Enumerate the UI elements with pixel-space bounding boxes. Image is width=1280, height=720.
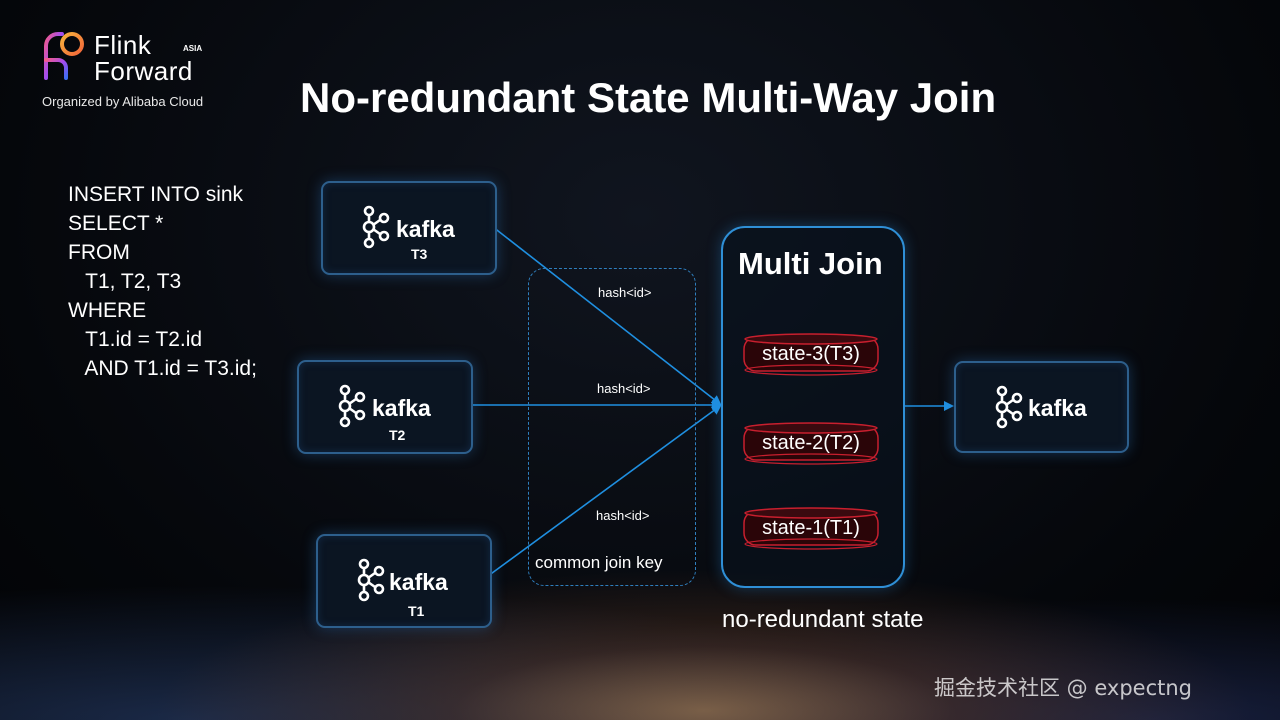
logo-badge: ASIA — [183, 44, 203, 53]
sql-line: FROM — [68, 241, 130, 264]
state-cylinder-icon — [743, 507, 879, 550]
state-label: state-3(T3) — [762, 343, 860, 365]
sql-line: AND T1.id = T3.id; — [68, 357, 257, 380]
kafka-label: kafka — [372, 395, 431, 421]
arrow-t1 — [487, 404, 722, 577]
kafka-table-label: T1 — [408, 603, 425, 619]
kafka-source-t3: kafka T3 — [321, 181, 497, 275]
kafka-table-label: T2 — [389, 427, 406, 443]
state-cylinder-icon — [743, 422, 879, 465]
kafka-icon — [362, 205, 390, 249]
sql-line: T1.id = T2.id — [68, 328, 203, 351]
sql-line: INSERT INTO sink — [68, 183, 244, 206]
state-store-t2: state-2(T2) — [742, 420, 880, 466]
arrow-t3 — [492, 226, 722, 406]
hash-label-t3: hash<id> — [598, 285, 652, 300]
kafka-icon — [338, 384, 366, 428]
state-store-t1: state-1(T1) — [742, 505, 880, 551]
sql-line: WHERE — [68, 299, 147, 322]
hash-label-t2: hash<id> — [597, 381, 651, 396]
kafka-label: kafka — [396, 216, 455, 242]
sql-line: SELECT * — [68, 212, 164, 235]
flink-forward-logo: Flink Forward ASIA Organized by Alibaba … — [40, 30, 230, 115]
slide-title: No-redundant State Multi-Way Join — [300, 74, 997, 121]
logo-line-1: Flink — [94, 30, 152, 60]
common-join-key-label: common join key — [535, 553, 663, 572]
no-redundant-state-label: no-redundant state — [722, 606, 924, 633]
common-join-key-region — [528, 268, 696, 586]
kafka-icon — [357, 558, 385, 602]
kafka-source-t2: kafka T2 — [297, 360, 473, 454]
multi-join-title: Multi Join — [738, 246, 883, 281]
logo-organizer: Organized by Alibaba Cloud — [42, 94, 204, 109]
kafka-source-t1: kafka T1 — [316, 534, 492, 628]
sql-query: INSERT INTO sink SELECT * FROM T1, T2, T… — [68, 180, 257, 383]
hash-label-t1: hash<id> — [596, 508, 650, 523]
logo-wordmark: Flink Forward — [94, 32, 193, 84]
logo-line-2: Forward — [94, 56, 193, 86]
kafka-sink: kafka — [954, 361, 1129, 453]
flink-logo-icon — [44, 32, 84, 80]
state-label: state-1(T1) — [762, 517, 860, 539]
kafka-table-label: T3 — [411, 246, 428, 262]
sql-line: T1, T2, T3 — [68, 270, 182, 293]
watermark: 掘金技术社区 @ expectng — [934, 676, 1192, 700]
kafka-label: kafka — [389, 569, 448, 595]
state-label: state-2(T2) — [762, 432, 860, 454]
kafka-icon — [995, 385, 1023, 429]
state-cylinder-icon — [743, 333, 879, 376]
state-store-t3: state-3(T3) — [742, 331, 880, 377]
kafka-label: kafka — [1028, 395, 1087, 421]
